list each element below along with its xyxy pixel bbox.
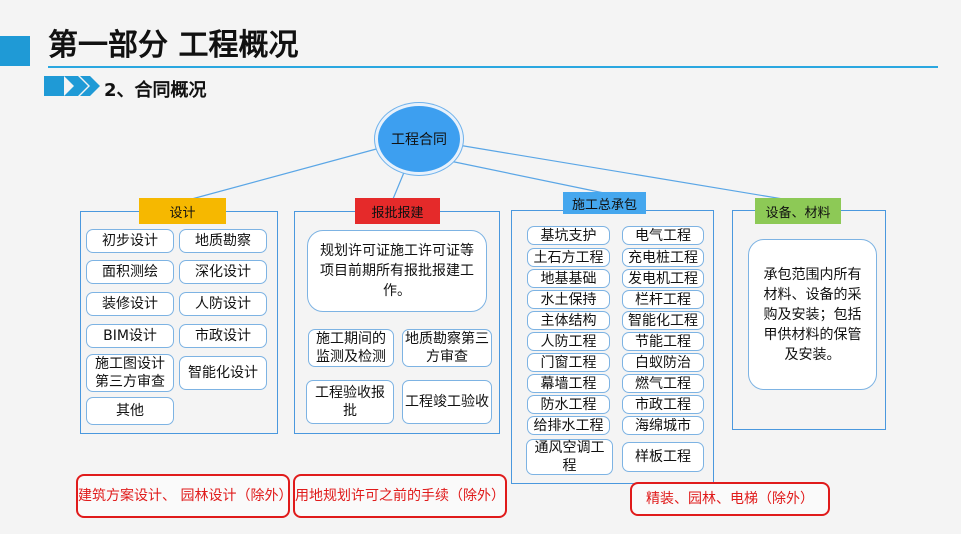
group-label-general-contracting: 施工总承包 [563, 192, 646, 214]
exclusion-note-construction: 精装、园林、电梯（除外） [630, 482, 830, 516]
construction-item: 充电桩工程 [622, 248, 704, 267]
root-node-contract: 工程合同 [375, 103, 463, 175]
approval-item: 工程验收报批 [306, 380, 394, 424]
construction-item: 基坑支护 [527, 226, 610, 245]
page-title: 第一部分 工程概况 [48, 28, 299, 63]
construction-item: 栏杆工程 [622, 290, 704, 309]
design-item: BIM设计 [86, 324, 174, 348]
group-label-approval: 报批报建 [355, 198, 440, 224]
approval-item: 地质勘察第三方审查 [402, 329, 492, 367]
design-item: 市政设计 [179, 324, 267, 348]
approval-main-text: 规划许可证施工许可证等项目前期所有报批报建工作。 [307, 230, 487, 312]
construction-item: 给排水工程 [527, 416, 610, 435]
construction-item: 主体结构 [527, 311, 610, 330]
construction-item: 智能化工程 [622, 311, 704, 330]
section-title: 2、合同概况 [104, 80, 207, 101]
construction-item: 白蚁防治 [622, 353, 704, 372]
group-label-equipment-materials: 设备、材料 [755, 198, 841, 224]
construction-item: 人防工程 [527, 332, 610, 351]
group-label-text: 报批报建 [371, 205, 424, 221]
construction-item: 节能工程 [622, 332, 704, 351]
construction-item: 发电机工程 [622, 269, 704, 288]
construction-item: 门窗工程 [527, 353, 610, 372]
design-item: 地质勘察 [179, 229, 267, 253]
construction-item: 燃气工程 [622, 374, 704, 393]
approval-item: 施工期间的监测及检测 [308, 329, 394, 367]
exclusion-note-design: 建筑方案设计、 园林设计（除外） [76, 474, 292, 518]
design-item: 其他 [86, 397, 174, 425]
group-label-text: 施工总承包 [571, 197, 637, 213]
title-divider [48, 66, 938, 68]
construction-item: 通风空调工程 [526, 439, 613, 475]
construction-item: 防水工程 [527, 395, 610, 414]
approval-item: 工程竣工验收 [402, 380, 492, 424]
group-label-design: 设计 [139, 198, 226, 224]
equipment-main-text: 承包范围内所有材料、设备的采购及安装；包括甲供材料的保管及安装。 [748, 239, 877, 390]
construction-item: 幕墙工程 [527, 374, 610, 393]
construction-item: 样板工程 [622, 442, 704, 472]
design-item: 智能化设计 [179, 356, 267, 390]
title-accent-bar [0, 36, 30, 66]
root-label: 工程合同 [391, 132, 447, 148]
design-item: 深化设计 [179, 260, 267, 284]
construction-item: 地基基础 [527, 269, 610, 288]
construction-item: 市政工程 [622, 395, 704, 414]
construction-item: 海绵城市 [622, 416, 704, 435]
design-item: 初步设计 [86, 229, 174, 253]
design-item: 人防设计 [179, 292, 267, 316]
exclusion-note-approval: 用地规划许可之前的手续（除外） [293, 474, 507, 518]
design-item: 装修设计 [86, 292, 174, 316]
construction-item: 电气工程 [622, 226, 704, 245]
group-label-text: 设备、材料 [765, 205, 831, 221]
section-arrows-icon [44, 76, 100, 96]
group-label-text: 设计 [169, 205, 196, 221]
design-item: 施工图设计第三方审查 [86, 354, 174, 392]
construction-item: 水土保持 [527, 290, 610, 309]
construction-item: 土石方工程 [527, 248, 610, 267]
design-item: 面积测绘 [86, 260, 174, 284]
